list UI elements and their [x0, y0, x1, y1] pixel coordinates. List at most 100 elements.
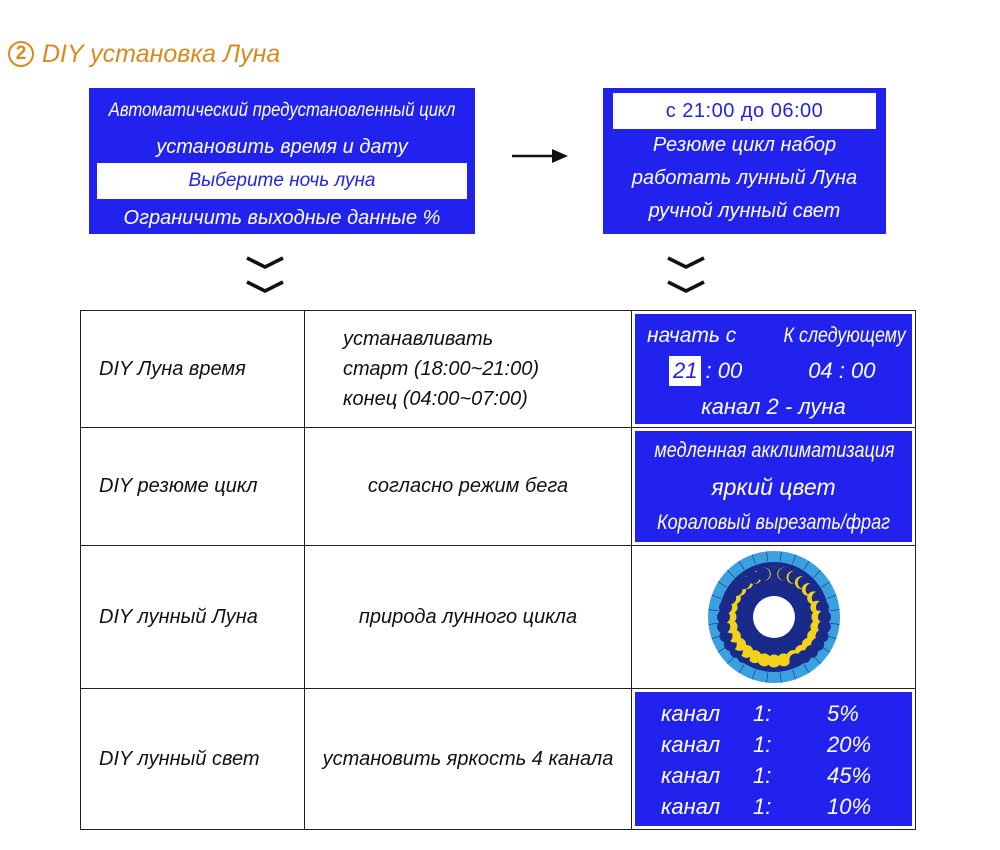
double-chevron-down-icon: [246, 256, 284, 293]
dial-tick: [829, 622, 840, 625]
settings-table: DIY Луна время устанавливать старт (18:0…: [80, 310, 916, 830]
table-row: DIY лунный Луна природа лунного цикла: [80, 545, 916, 689]
dial-tick: [812, 570, 821, 578]
table-row: DIY резюме цикл согласно режим бега медл…: [80, 427, 916, 546]
arrow-right-icon: [512, 149, 568, 163]
dial-tick: [826, 594, 836, 599]
row-name: DIY резюме цикл: [80, 427, 305, 546]
channel-value: 45%: [827, 762, 872, 788]
channel-value: 5%: [827, 700, 859, 726]
channel-value: 10%: [827, 793, 872, 819]
desc-line: устанавливать: [343, 328, 494, 350]
row-description: природа лунного цикла: [304, 545, 632, 689]
option-slow-acclimation[interactable]: медленная акклиматизация: [654, 438, 895, 462]
option-bright-color[interactable]: яркий цвет: [711, 473, 836, 500]
channel-row[interactable]: канал 1: 5%: [661, 698, 912, 729]
row-screen: [631, 545, 916, 689]
menu-line-manual-moonlight[interactable]: ручной лунный свет: [648, 200, 841, 222]
dial-tick: [738, 664, 744, 674]
dial-tick: [726, 656, 735, 664]
moon-time-screen: начать с К следующему 21 : 00 04 : 00 ка…: [635, 314, 912, 424]
row-screen: медленная акклиматизация яркий цвет Кора…: [631, 427, 916, 546]
row-description: установить яркость 4 канала: [304, 688, 632, 830]
desc-line: конец (04:00~07:00): [343, 388, 528, 410]
desc-line: старт (18:00~21:00): [343, 358, 539, 380]
row-name: DIY лунный Луна: [80, 545, 305, 689]
dial-tick: [803, 560, 809, 570]
time-range-field[interactable]: с 21:00 до 06:00: [613, 93, 876, 129]
menu-line-run-moon[interactable]: работать лунный Луна: [631, 167, 858, 189]
moon-phase-mark: [756, 567, 771, 581]
row-description: согласно режим бега: [304, 427, 632, 546]
desc-text: природа лунного цикла: [358, 605, 578, 628]
menu-line-selected-moon-night[interactable]: Выберите ночь луна: [97, 163, 467, 199]
moon-phase-mark: [767, 566, 780, 580]
dial-tick: [711, 594, 721, 599]
start-minutes: : 00: [705, 358, 743, 383]
dial-tick: [812, 656, 821, 664]
dial-tick: [726, 570, 735, 578]
channel-row[interactable]: канал 1: 10%: [661, 791, 912, 822]
channel-label: канал: [661, 793, 721, 819]
start-hour-field[interactable]: 21: [669, 356, 702, 386]
dial-tick: [791, 554, 796, 565]
start-label: начать с: [647, 324, 737, 347]
dial-tick: [829, 609, 840, 612]
menu-line-limit-output[interactable]: Ограничить выходные данные %: [123, 206, 441, 229]
dial-tick: [779, 672, 782, 683]
row-name: DIY лунный свет: [80, 688, 305, 830]
dial-tick: [765, 672, 768, 683]
channel-number: 1:: [753, 793, 772, 819]
dial-tick: [707, 622, 718, 625]
table-row: DIY лунный свет установить яркость 4 кан…: [80, 688, 916, 830]
moon-phase-mark: [767, 654, 780, 668]
step-number-badge: 2: [8, 41, 34, 67]
desc-text: установить яркость 4 канала: [322, 747, 614, 770]
menu-line-auto-cycle[interactable]: Автоматический предустановленный цикл: [108, 100, 456, 121]
channel-row[interactable]: канал 1: 20%: [661, 729, 912, 760]
resume-cycle-screen: медленная акклиматизация яркий цвет Кора…: [635, 431, 912, 542]
channel-label: канал: [661, 731, 721, 757]
section-title-text: DIY установка Луна: [42, 39, 281, 68]
row-description: устанавливать старт (18:00~21:00) конец …: [304, 310, 632, 428]
dial-tick: [820, 581, 830, 588]
end-time-field[interactable]: 04 : 00: [808, 358, 876, 383]
moon-phase-mark: [811, 610, 831, 624]
next-label: К следующему: [783, 324, 906, 347]
menu-line-set-time[interactable]: установить время и дату: [156, 135, 408, 158]
moon-phase-mark: [716, 620, 738, 634]
moon-phase-mark: [809, 600, 829, 614]
dial-tick: [751, 554, 756, 565]
row-screen: канал 1: 5% канал 1: 20% канал 1: 45% ка…: [631, 688, 916, 830]
double-chevron-down-icon: [667, 256, 705, 293]
channel-number: 1:: [753, 700, 772, 726]
dial-tick: [707, 609, 718, 612]
dial-tick: [717, 581, 727, 588]
table-row: DIY Луна время устанавливать старт (18:0…: [80, 310, 916, 428]
menu-line-resume-cycle[interactable]: Резюме цикл набор: [652, 134, 837, 156]
channel-number: 1:: [753, 762, 772, 788]
channel-label: канал: [661, 762, 721, 788]
channel-row[interactable]: канал 1: 45%: [661, 760, 912, 791]
menu-screen-left: Автоматический предустановленный цикл ус…: [89, 88, 475, 234]
option-coral-frag[interactable]: Кораловый вырезать/фраг: [656, 510, 891, 534]
row-screen: начать с К следующему 21 : 00 04 : 00 ка…: [631, 310, 916, 428]
section-title: 2 DIY установка Луна: [8, 38, 280, 70]
channel-number: 1:: [753, 731, 772, 757]
dial-tick: [765, 551, 768, 562]
menu-screen-right: с 21:00 до 06:00 Резюме цикл набор работ…: [603, 88, 886, 234]
dial-tick: [738, 560, 744, 570]
moon-phase-mark: [716, 610, 736, 624]
dial-tick: [803, 664, 809, 674]
dial-tick: [779, 551, 782, 562]
moon-phase-dial-icon: [707, 551, 840, 683]
desc-text: согласно режим бега: [367, 475, 569, 497]
dial-tick: [791, 669, 796, 680]
dial-tick: [751, 669, 756, 680]
row-name: DIY Луна время: [80, 310, 305, 428]
moon-phase-mark: [776, 653, 802, 667]
channel-value: 20%: [827, 731, 872, 757]
channel-label: канал: [661, 700, 721, 726]
channel-brightness-screen: канал 1: 5% канал 1: 20% канал 1: 45% ка…: [635, 692, 912, 826]
channel-label: канал 2 - луна: [701, 394, 846, 419]
